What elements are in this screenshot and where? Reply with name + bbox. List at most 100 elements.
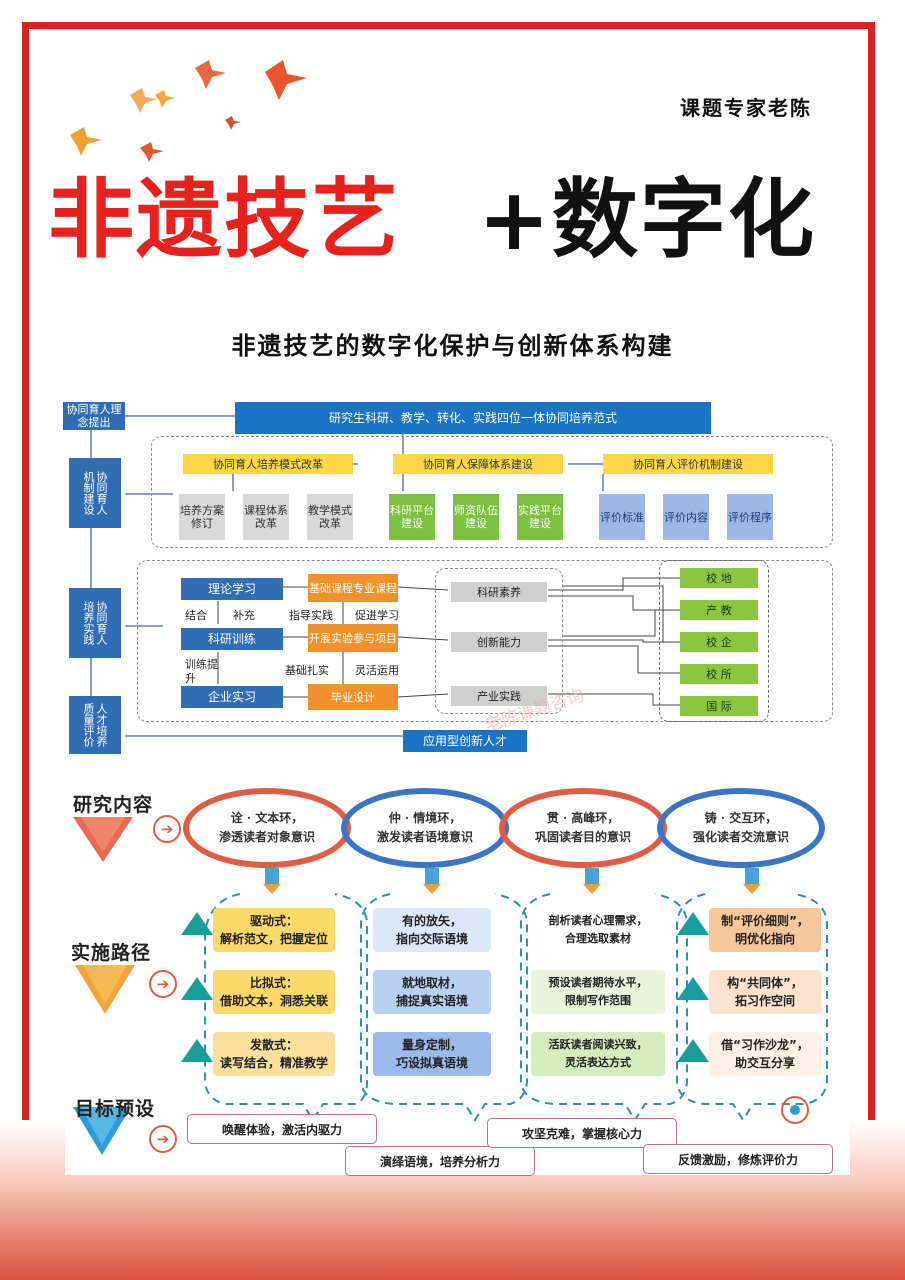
sub-item: 实践平台建设 [517, 494, 563, 540]
practice-label: 基础扎实 [285, 664, 329, 677]
ring-context-line1: 仲 · 情境环， [388, 811, 462, 825]
path-card-line1: 制“评价细则”， [721, 914, 809, 928]
label-practice: 培养实践协同育人 [69, 588, 121, 658]
framework-graphics [73, 817, 828, 1155]
ring-peak-line1: 贯 · 高峰环， [546, 811, 620, 825]
partner-item: 产 教 [680, 600, 758, 620]
goal-item: 演绎语境，培养分析力 [345, 1146, 535, 1176]
sub-item: 科研平台建设 [389, 494, 435, 540]
path-card-line1: 活跃读者阅读兴致， [548, 1038, 648, 1051]
ring-peak: 贯 · 高峰环， 巩固读者目的意识 [499, 788, 667, 868]
research-framework: 研究内容 实施路径 目标预设 ➔ ➔ ➔ 诠 · 文本环，渗透读者对象意识 仲 … [65, 782, 850, 1176]
path-card-line2: 合理选取素材 [565, 932, 631, 945]
arrow-right-icon: ➔ [153, 815, 181, 843]
top-paradigm-bar: 研究生科研、教学、转化、实践四位一体协同培养范式 [235, 402, 711, 434]
collaborative-training-diagram: 协同育人理念提出 机制建设协同育人 培养实践协同育人 质量评价人才培养 研究生科… [63, 396, 848, 762]
label-practice-a: 培养实践 [82, 601, 95, 645]
author-name: 课题专家老陈 [680, 96, 812, 120]
birds-decoration [70, 60, 307, 162]
label-quality-b: 人才培养 [95, 703, 108, 747]
path-card-line1: 量身定制， [401, 1038, 462, 1052]
ability-research: 科研素养 [451, 582, 547, 602]
ability-innovation: 创新能力 [451, 632, 547, 652]
sub-item: 评价内容 [663, 494, 709, 540]
ability-industry: 产业实践 [451, 686, 547, 706]
title-digital: +数字化 [478, 170, 817, 270]
label-mechanism-b: 协同育人 [95, 471, 108, 515]
path-card-line2: 明优化指向 [734, 932, 795, 946]
mechanism-group [151, 436, 833, 548]
ability-group [435, 568, 563, 714]
path-card-line2: 限制写作范围 [565, 994, 631, 1007]
ring-interaction: 铸 · 交互环，强化读者交流意识 [657, 788, 825, 868]
path-card-line1: 构“共同体”， [727, 976, 803, 990]
subtitle: 非遗技艺的数字化保护与创新体系构建 [231, 331, 674, 360]
label-mechanism: 机制建设协同育人 [69, 458, 121, 528]
path-card-line1: 有的放矢， [401, 914, 462, 928]
ring-text: 诠 · 文本环， 渗透读者对象意识 [183, 788, 351, 868]
path-card-line1: 发散式： [249, 1038, 298, 1052]
practice-theory: 理论学习 [181, 578, 283, 600]
path-card-line2: 指向交际语境 [395, 932, 468, 946]
path-card-line1: 驱动式： [249, 914, 298, 928]
path-card: 有的放矢， 指向交际语境 [373, 908, 491, 952]
path-card: 比拟式： 借助文本，洞悉关联 [213, 970, 335, 1014]
sub-item: 评价程序 [727, 494, 773, 540]
sub-item: 评价标准 [599, 494, 645, 540]
bottom-talent-bar: 应用型创新人才 [403, 730, 527, 752]
practice-label: 训练提升 [185, 658, 218, 685]
path-card-line2: 捕捉真实语境 [395, 994, 468, 1008]
path-card-line2: 助交互分享 [734, 1056, 795, 1070]
path-card: 制“评价细则”， 明优化指向 [709, 908, 821, 952]
label-practice-b: 协同育人 [95, 601, 108, 645]
label-concept: 协同育人理念提出 [63, 402, 125, 430]
practice-label: 补充 [233, 609, 255, 622]
ring-text-line1: 诠 · 文本环， [230, 811, 304, 825]
path-card-line1: 剖析读者心理需求， [548, 914, 648, 927]
label-mechanism-a: 机制建设 [82, 471, 95, 515]
practice-label: 促进学习 [355, 609, 399, 622]
goal-item: 攻坚克难，掌握核心力 [487, 1118, 677, 1148]
practice-experiments: 开展实验参与项目 [308, 624, 398, 652]
path-card-line2: 巧设拟真语境 [395, 1056, 468, 1070]
path-card: 借“习作沙龙”， 助交互分享 [709, 1032, 821, 1076]
path-card-line2: 读写结合，精准教学 [219, 1056, 328, 1070]
ring-context: 仲 · 情境环， 激发读者语境意识 [341, 788, 509, 868]
row-label-content: 研究内容 [73, 794, 154, 816]
partner-item: 国 际 [680, 696, 758, 716]
path-card: 剖析读者心理需求， 合理选取素材 [531, 908, 665, 952]
label-quality: 质量评价人才培养 [69, 696, 121, 754]
partner-item: 校 地 [680, 568, 758, 588]
path-card: 预设读者期待水平，限制写作范围 [531, 970, 665, 1014]
path-card-line1: 借“习作沙龙”， [721, 1038, 809, 1052]
ring-context-line2: 激发读者语境意识 [376, 830, 473, 844]
sub-item: 师资队伍建设 [453, 494, 499, 540]
sub-item: 教学模式改革 [307, 494, 353, 540]
path-card-line2: 借助文本，洞悉关联 [219, 994, 328, 1008]
path-card-line1: 比拟式： [249, 976, 298, 990]
label-quality-a: 质量评价 [82, 703, 95, 747]
path-card: 就地取材， 捕捉真实语境 [373, 970, 491, 1014]
mechanism-evaluation: 协同育人评价机制建设 [603, 454, 773, 474]
mechanism-support: 协同育人保障体系建设 [393, 454, 563, 474]
practice-label: 指导实践 [289, 609, 333, 622]
row-label-path: 实施路径 [71, 942, 152, 964]
partner-item: 校 所 [680, 664, 758, 684]
path-card-line2: 灵活表达方式 [565, 1056, 631, 1069]
ring-text-line2: 渗透读者对象意识 [218, 830, 315, 844]
mechanism-training: 协同育人培养模式改革 [183, 454, 353, 474]
ring-peak-line2: 巩固读者目的意识 [534, 830, 631, 844]
practice-label: 结合 [185, 609, 207, 622]
arrow-right-icon: ➔ [149, 970, 177, 998]
partner-group [659, 560, 769, 722]
arrow-right-icon: ➔ [149, 1125, 177, 1153]
title-main: 非遗技艺 [48, 170, 400, 270]
goal-item: 唤醒体验，激活内驱力 [187, 1114, 377, 1144]
sub-item: 培养方案修订 [179, 494, 225, 540]
practice-courses: 基础课程专业课程 [308, 574, 398, 602]
path-card-line2: 解析范文，把握定位 [219, 932, 328, 946]
path-card-line1: 就地取材， [401, 976, 462, 990]
practice-research: 科研训练 [181, 628, 283, 650]
path-card: 发散式： 读写结合，精准教学 [213, 1032, 335, 1076]
path-card: 驱动式： 解析范文，把握定位 [213, 908, 335, 952]
